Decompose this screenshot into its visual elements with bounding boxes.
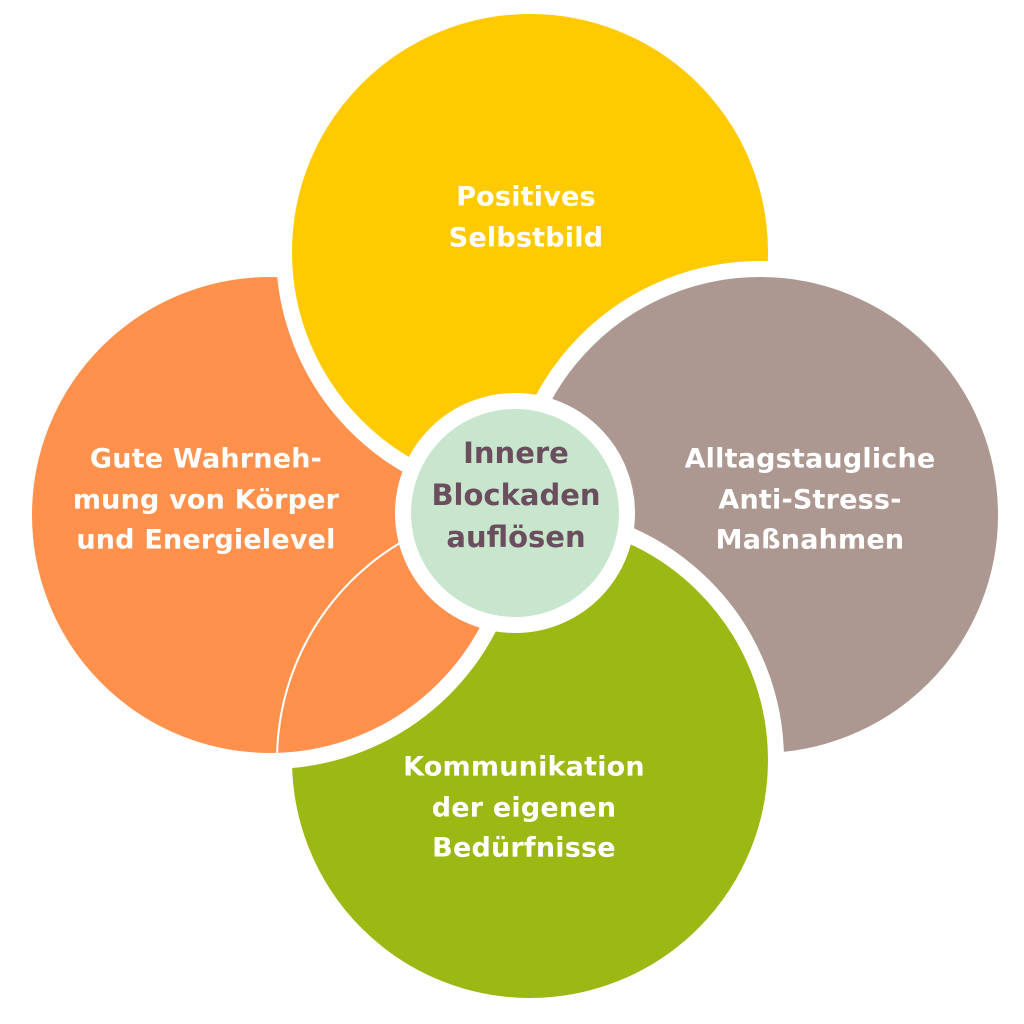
- center-label: Innere Blockaden auflösen: [431, 435, 601, 555]
- petal-top-label: Positives Selbstbild: [448, 181, 604, 254]
- petal-right-label: Alltagstaugliche Anti-Stress- Maßnahmen: [684, 443, 936, 556]
- petal-left-label: Gute Wahrneh- mung von Körper und Energi…: [72, 443, 340, 556]
- center-circle: [395, 393, 635, 633]
- petal-bottom-label: Kommunikation der eigenen Bedürfnisse: [403, 751, 645, 864]
